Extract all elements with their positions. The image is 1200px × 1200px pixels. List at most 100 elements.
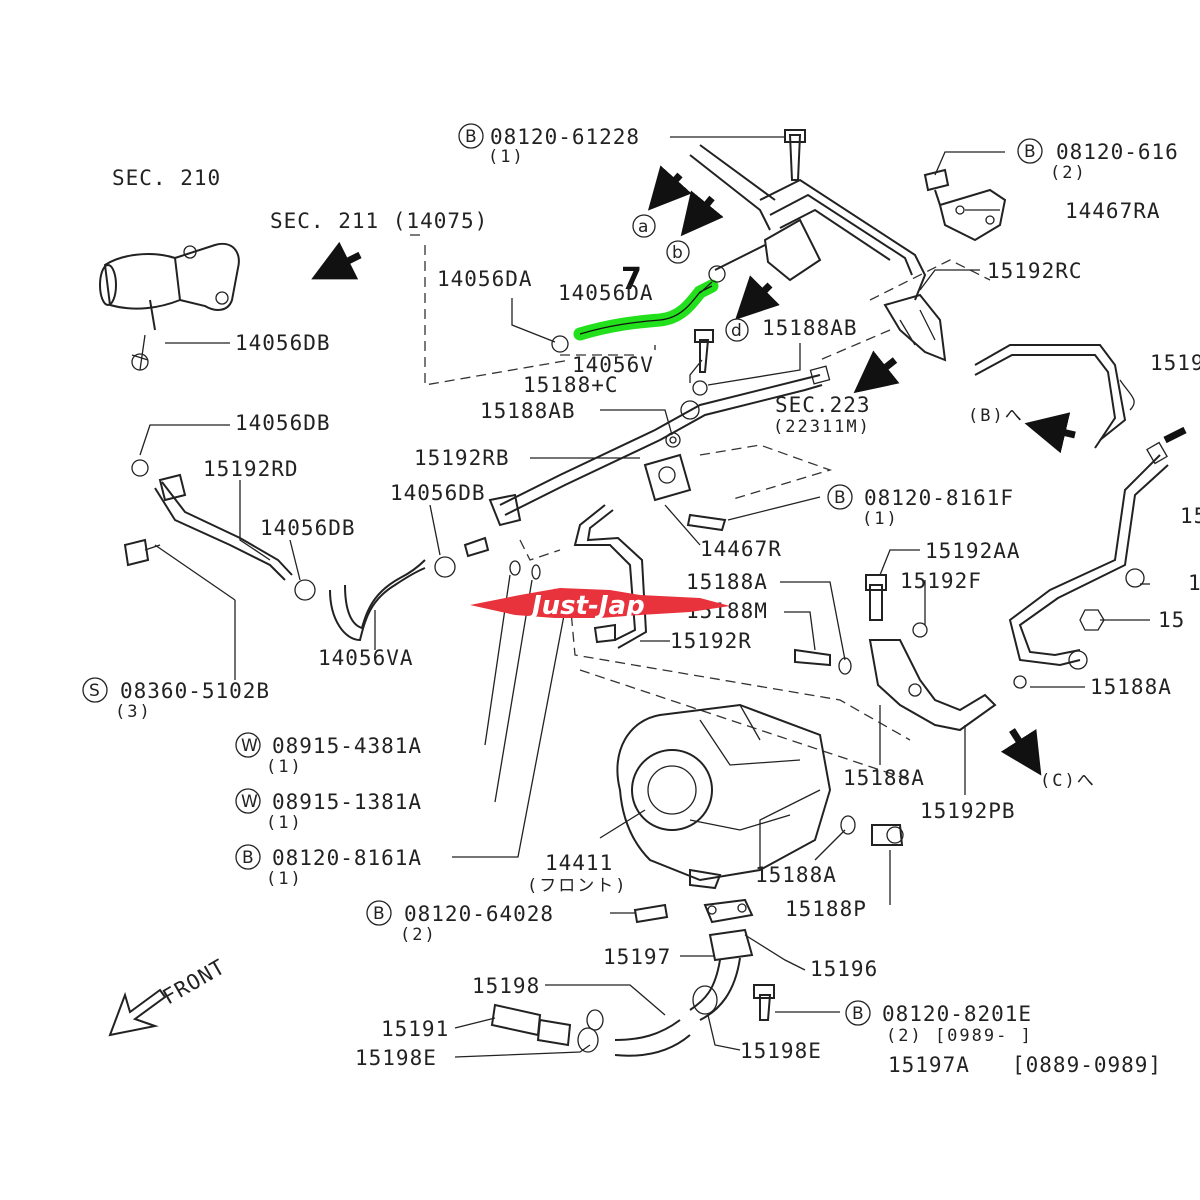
label-08120-61228: B 08120-61228 (1) bbox=[458, 123, 639, 167]
heat-shield-14467RA bbox=[923, 168, 1007, 242]
label-sec211: SEC. 211 (14075) bbox=[270, 209, 488, 233]
pipes-right bbox=[974, 344, 1169, 670]
svg-text:(1): (1) bbox=[266, 813, 303, 833]
svg-text:14056V: 14056V bbox=[572, 353, 654, 377]
svg-text:15192RD: 15192RD bbox=[203, 457, 299, 481]
bolt-15188P bbox=[840, 815, 904, 846]
svg-text:(1): (1) bbox=[266, 869, 303, 889]
label-08120-8201E: B 08120-8201E (2) [0989- ] bbox=[845, 1000, 1033, 1046]
highlighted-hose-14056V bbox=[573, 279, 719, 341]
svg-text:15188AB: 15188AB bbox=[762, 316, 858, 340]
label-08120-64028: B 08120-64028 (2) bbox=[366, 900, 554, 945]
svg-text:(B)へ: (B)へ bbox=[968, 406, 1024, 426]
svg-text:B: B bbox=[465, 127, 477, 147]
svg-text:(1): (1) bbox=[488, 147, 525, 167]
svg-text:Just-Jap: Just-Jap bbox=[527, 591, 645, 621]
label-sec210: SEC. 210 bbox=[112, 166, 221, 190]
svg-text:W: W bbox=[241, 792, 258, 812]
label-08120-8161A: B 08120-8161A (1) bbox=[235, 844, 421, 889]
hose-clamps-14056DA bbox=[551, 265, 726, 353]
svg-text:14056DA: 14056DA bbox=[437, 267, 533, 291]
svg-text:15198E: 15198E bbox=[740, 1039, 822, 1063]
circled-letter-d: d bbox=[725, 318, 749, 342]
label-08915-1381A: W 08915-1381A (1) bbox=[235, 788, 422, 833]
svg-text:(2): (2) bbox=[400, 925, 437, 945]
svg-text:08120-616: 08120-616 bbox=[1056, 140, 1179, 164]
lower-hose-15198 bbox=[490, 984, 775, 1057]
svg-text:B: B bbox=[852, 1004, 864, 1024]
svg-text:14467R: 14467R bbox=[700, 537, 782, 561]
svg-text:B: B bbox=[834, 488, 846, 508]
svg-text:15192R: 15192R bbox=[670, 629, 752, 653]
svg-text:S: S bbox=[89, 681, 100, 701]
svg-text:14056VA: 14056VA bbox=[318, 646, 414, 670]
svg-text:14056DA: 14056DA bbox=[558, 281, 654, 305]
fittings-15192AA bbox=[794, 574, 1027, 732]
svg-text:(2) [0989- ]: (2) [0989- ] bbox=[886, 1026, 1033, 1046]
svg-text:15188A: 15188A bbox=[1090, 675, 1172, 699]
svg-text:[0889-0989]: [0889-0989] bbox=[1012, 1053, 1162, 1077]
washers-15188AB bbox=[665, 432, 681, 448]
watermark-logo: Just-Jap bbox=[470, 588, 730, 621]
callout-number: 7 bbox=[621, 262, 642, 297]
pipe-15192R bbox=[573, 504, 648, 649]
oil-return-15197 bbox=[633, 898, 754, 1021]
svg-text:15191: 15191 bbox=[381, 1017, 449, 1041]
label-08120-616: B 08120-616 (2) bbox=[1017, 138, 1179, 183]
svg-text:B: B bbox=[1024, 142, 1036, 162]
svg-text:(1): (1) bbox=[862, 509, 899, 529]
label-08120-8161F: B 08120-8161F (1) bbox=[827, 484, 1014, 529]
direction-arrows bbox=[311, 165, 1187, 776]
svg-text:(1): (1) bbox=[266, 757, 303, 777]
svg-text:08120-8161F: 08120-8161F bbox=[864, 486, 1014, 510]
svg-text:15197A: 15197A bbox=[888, 1053, 970, 1077]
svg-text:1519: 1519 bbox=[1150, 351, 1200, 375]
svg-text:15188A: 15188A bbox=[843, 766, 925, 790]
svg-text:14056DB: 14056DB bbox=[235, 331, 331, 355]
label-08915-4381A: W 08915-4381A (1) bbox=[235, 732, 422, 777]
svg-text:b: b bbox=[672, 243, 683, 263]
svg-text:FRONT: FRONT bbox=[159, 954, 230, 1009]
svg-text:15188A: 15188A bbox=[686, 570, 768, 594]
svg-text:15: 15 bbox=[1158, 608, 1185, 632]
front-arrow-indicator: FRONT bbox=[108, 954, 230, 1037]
svg-text:SEC.223: SEC.223 bbox=[775, 393, 871, 417]
intake-pipe-sec210 bbox=[99, 242, 240, 371]
bolt-15188C bbox=[694, 329, 714, 373]
svg-text:W: W bbox=[241, 736, 258, 756]
svg-text:14467RA: 14467RA bbox=[1065, 199, 1161, 223]
svg-text:(フロント): (フロント) bbox=[527, 876, 627, 896]
svg-text:14056DB: 14056DB bbox=[235, 411, 331, 435]
svg-text:15198E: 15198E bbox=[355, 1046, 437, 1070]
circled-letter-a: a bbox=[632, 214, 656, 238]
svg-text:14411: 14411 bbox=[545, 851, 613, 875]
svg-text:1: 1 bbox=[1188, 571, 1200, 595]
svg-text:15198: 15198 bbox=[472, 974, 540, 998]
svg-text:14056DB: 14056DB bbox=[260, 516, 356, 540]
svg-text:B: B bbox=[242, 848, 254, 868]
svg-text:(C)へ: (C)へ bbox=[1040, 771, 1096, 791]
svg-text:15188AB: 15188AB bbox=[480, 399, 576, 423]
banjo-block-14467R bbox=[643, 453, 727, 532]
svg-text:15188A: 15188A bbox=[755, 863, 837, 887]
svg-text:15192AA: 15192AA bbox=[925, 539, 1021, 563]
svg-text:08120-64028: 08120-64028 bbox=[404, 902, 554, 926]
svg-text:(22311M): (22311M) bbox=[773, 417, 871, 437]
section-boundaries bbox=[405, 234, 991, 781]
svg-text:08915-4381A: 08915-4381A bbox=[272, 734, 422, 758]
upper-pipes-bracket bbox=[689, 129, 947, 362]
svg-text:15188P: 15188P bbox=[785, 897, 867, 921]
svg-text:15197: 15197 bbox=[603, 945, 671, 969]
svg-text:a: a bbox=[638, 217, 648, 237]
leader-lines bbox=[139, 136, 1150, 1058]
svg-text:08915-1381A: 08915-1381A bbox=[272, 790, 422, 814]
pipe-15192RB bbox=[488, 365, 831, 527]
svg-text:15192RC: 15192RC bbox=[987, 259, 1083, 283]
hose-14056VA bbox=[294, 536, 490, 642]
svg-text:d: d bbox=[731, 321, 742, 341]
svg-text:08360-5102B: 08360-5102B bbox=[120, 679, 270, 703]
svg-text:14056DB: 14056DB bbox=[390, 481, 486, 505]
svg-text:15188+C: 15188+C bbox=[523, 373, 619, 397]
